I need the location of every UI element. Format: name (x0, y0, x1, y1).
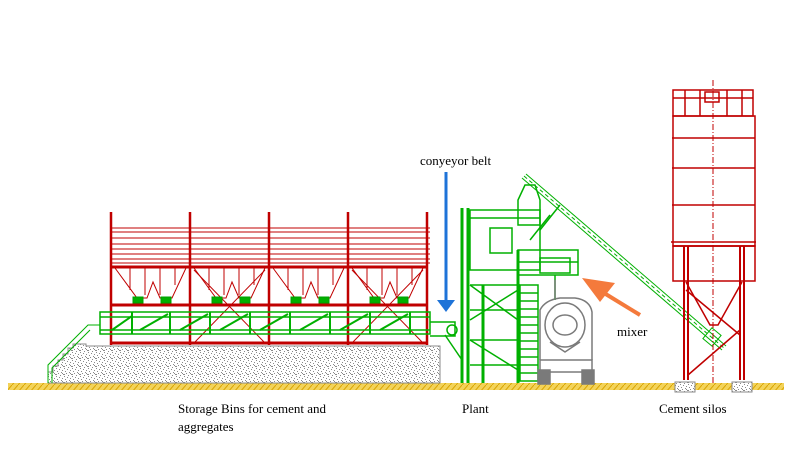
conveyor-belt-label: conyeyor belt (420, 153, 492, 168)
mixer-truck (537, 280, 595, 385)
storage-bins-label: Storage Bins for cement and aggregates (178, 400, 326, 436)
ground-line (8, 383, 784, 390)
plant-structure (444, 184, 579, 383)
mixer-label: mixer (617, 324, 648, 339)
storage-bins (109, 212, 430, 345)
conveyor-belt-arrow (437, 172, 455, 312)
storage-bins-label-line2: aggregates (178, 419, 234, 434)
mixer-arrow (582, 278, 642, 317)
cement-silos-label: Cement silos (659, 401, 727, 416)
bin-cross-braces (193, 269, 424, 344)
gravel-foundation (47, 343, 441, 384)
storage-bins-label-line1: Storage Bins for cement and (178, 401, 327, 416)
bin-discharge-gates (132, 296, 409, 304)
silo-footings (674, 381, 753, 393)
plant-label: Plant (462, 401, 489, 416)
stair-railing (47, 324, 100, 383)
storage-conveyor-frame (99, 311, 456, 337)
cement-silo (671, 80, 756, 385)
